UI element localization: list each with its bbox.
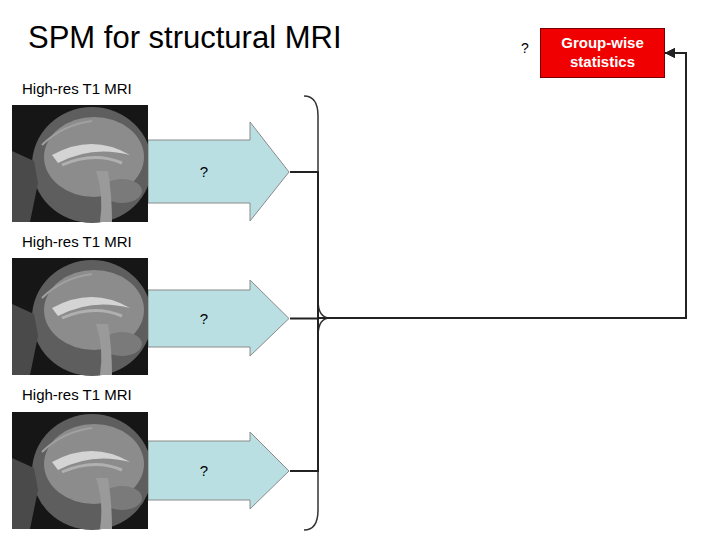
- connector: [290, 53, 686, 319]
- arrow-shape: [148, 122, 290, 222]
- arrow-shape: [148, 280, 290, 357]
- connector: [290, 53, 686, 471]
- image-label: High-res T1 MRI: [22, 386, 132, 403]
- arrow-outline: [148, 432, 289, 509]
- label-wrap: High-res T1 MRI: [22, 233, 132, 250]
- arrow-outline: [148, 122, 289, 221]
- connector: [290, 53, 686, 318]
- image-label: ?: [521, 40, 529, 56]
- process-arrow: ?: [148, 122, 290, 222]
- image-label: High-res T1 MRI: [22, 233, 132, 250]
- mri-image: [12, 105, 152, 223]
- mri-image: [12, 412, 152, 530]
- text-holder: ?: [148, 290, 260, 347]
- label-wrap: High-res T1 MRI: [22, 386, 132, 403]
- arrow-outline: [148, 280, 289, 356]
- label-wrap: ?: [521, 40, 529, 56]
- question-mark: ?: [200, 163, 208, 180]
- question-mark: ?: [200, 462, 208, 479]
- title: SPM for structural MRI: [28, 20, 342, 56]
- text-holder: ?: [148, 441, 260, 500]
- arrow-shape: [148, 432, 290, 510]
- label-wrap: High-res T1 MRI: [22, 80, 132, 97]
- mri-image: [12, 258, 152, 376]
- text-holder: ?: [148, 140, 260, 203]
- result-box: Group-wise statistics: [540, 28, 665, 78]
- image-label: High-res T1 MRI: [22, 80, 132, 97]
- process-arrow: ?: [148, 280, 290, 357]
- process-arrow: ?: [148, 432, 290, 510]
- question-mark: ?: [200, 310, 208, 327]
- box-text: Group-wise statistics: [549, 34, 656, 72]
- title-wrap: SPM for structural MRI: [28, 20, 342, 56]
